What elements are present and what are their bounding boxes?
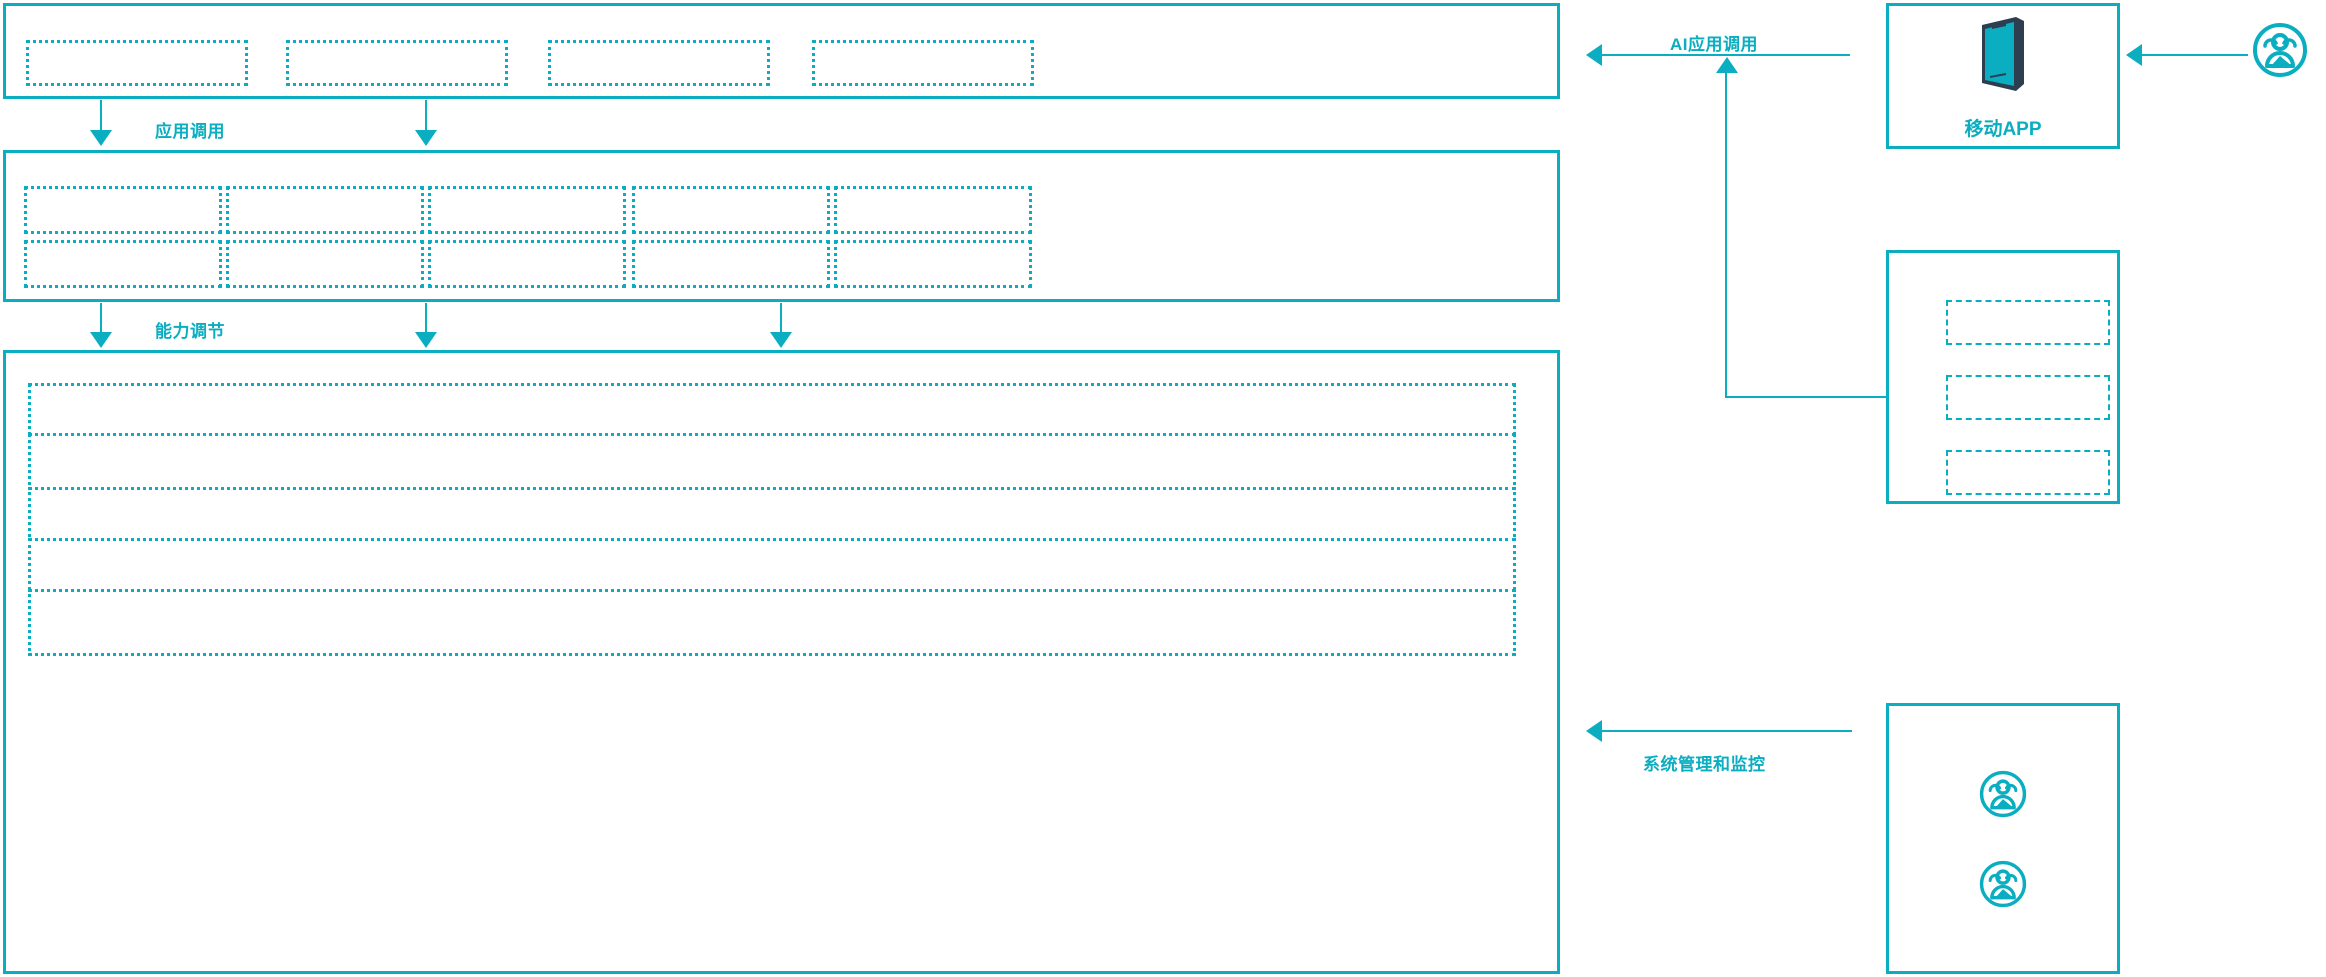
app-call-arrowhead-1	[90, 130, 112, 146]
capability-adjust-arrowhead-2	[415, 332, 437, 348]
app-call-line-2	[425, 100, 427, 136]
application-layer-panel[interactable]	[3, 3, 1560, 99]
capability-adjust-arrowhead-3	[770, 332, 792, 348]
operations-user-group-icon-1	[1979, 770, 2027, 818]
external-user-group-icon	[2252, 22, 2308, 78]
app-call-line-1	[100, 100, 102, 136]
capability-adjust-arrowhead-1	[90, 332, 112, 348]
channel-block-1[interactable]	[1946, 300, 2110, 345]
capability-block-r1c5[interactable]	[834, 186, 1032, 234]
capability-adjust-line-3	[780, 303, 782, 339]
channel-block-3[interactable]	[1946, 450, 2110, 495]
capability-block-r1c1[interactable]	[24, 186, 222, 234]
channel-block-2[interactable]	[1946, 375, 2110, 420]
app-call-label: 应用调用	[155, 122, 225, 141]
channel-panel-to-ai-vline	[1725, 70, 1727, 398]
application-block-2[interactable]	[286, 40, 508, 86]
capability-adjust-label: 能力调节	[155, 322, 225, 341]
ai-app-call-arrowhead	[1586, 44, 1602, 66]
capability-block-r2c2[interactable]	[226, 240, 424, 288]
ai-app-call-line	[1600, 54, 1850, 56]
mobile-app-panel[interactable]: 移动APP	[1886, 3, 2120, 149]
capability-block-r2c3[interactable]	[428, 240, 626, 288]
channel-panel-to-ai-hline	[1725, 396, 1887, 398]
ai-app-call-label: AI应用调用	[1670, 35, 1758, 54]
operations-panel[interactable]	[1886, 703, 2120, 974]
channel-panel-to-ai-arrowhead	[1716, 57, 1738, 73]
application-block-4[interactable]	[812, 40, 1034, 86]
external-user-to-app-arrowhead	[2126, 44, 2142, 66]
operations-user-group-icon-2	[1979, 860, 2027, 908]
application-block-3[interactable]	[548, 40, 770, 86]
mobile-app-caption: 移动APP	[1964, 118, 2042, 140]
capability-block-r2c1[interactable]	[24, 240, 222, 288]
capability-block-r1c2[interactable]	[226, 186, 424, 234]
capability-block-r2c5[interactable]	[834, 240, 1032, 288]
application-block-1[interactable]	[26, 40, 248, 86]
capability-block-r1c3[interactable]	[428, 186, 626, 234]
platform-row-5[interactable]	[28, 589, 1516, 656]
system-management-line	[1600, 730, 1852, 732]
capability-adjust-line-2	[425, 303, 427, 339]
mobile-phone-icon	[1976, 12, 2030, 96]
app-call-arrowhead-2	[415, 130, 437, 146]
system-management-label: 系统管理和监控	[1643, 755, 1766, 774]
external-user-to-app-line	[2140, 54, 2248, 56]
capability-block-r1c4[interactable]	[632, 186, 830, 234]
capability-block-r2c4[interactable]	[632, 240, 830, 288]
system-management-arrowhead	[1586, 720, 1602, 742]
capability-adjust-line-1	[100, 303, 102, 339]
